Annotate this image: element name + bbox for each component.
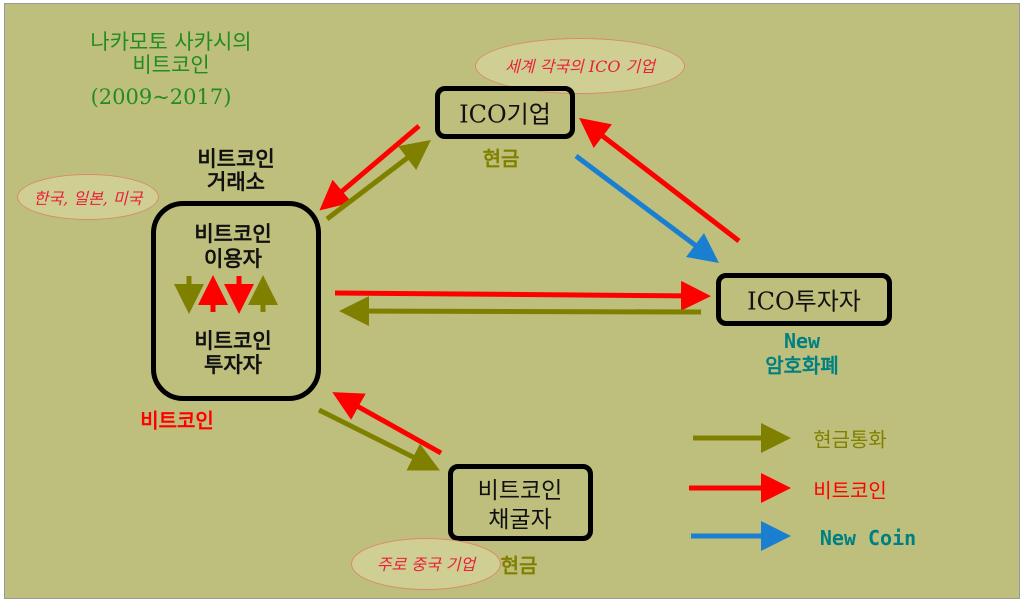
investor-line1: 비트코인 <box>194 328 272 353</box>
exchange-note: 한국, 일본, 미국 <box>33 189 143 208</box>
exchange-box <box>151 201 321 401</box>
arrows-layer <box>174 117 791 551</box>
exchange-label-line2: 거래소 <box>207 169 265 194</box>
investor-line2: 투자자 <box>204 352 262 377</box>
miner-note: 주로 중국 기업 <box>376 555 476 574</box>
legend-newcoin-label: New Coin <box>819 526 917 550</box>
arrow-bitcoin-exchange-to-investor <box>334 280 711 311</box>
miner-note-ellipse <box>351 538 501 590</box>
title-line2: 비트코인 <box>132 53 210 77</box>
user-line1: 비트코인 <box>194 221 272 246</box>
miner-cash-label: 현금 <box>500 553 538 578</box>
legend-bitcoin-label: 비트코인 <box>813 478 887 503</box>
user-line2: 이용자 <box>204 246 262 271</box>
ico-investor-crypto-label: 암호화폐 <box>765 353 839 378</box>
ico-company-cash-label: 현금 <box>482 146 520 171</box>
arrow-cash-investor-to-exchange <box>339 296 702 327</box>
exchange-bitcoin-label: 비트코인 <box>140 408 214 433</box>
arrow-cash-exchange-to-ico <box>325 139 431 221</box>
ico-investor-label: ICO투자자 <box>747 287 861 316</box>
arrow-newcoin-ico-to-investor <box>574 153 720 263</box>
ico-investor-new-label: New <box>783 329 821 353</box>
title-line1: 나카모토 사카시의 <box>90 30 252 54</box>
arrow-cash-exchange-to-miner <box>317 407 440 471</box>
diagram-canvas: 나카모토 사카시의 비트코인 (2009~2017) 비트코인 거래소 한국, … <box>4 3 1020 599</box>
ico-company-box <box>435 86 575 139</box>
miner-line1: 비트코인 <box>477 478 563 504</box>
ico-investor-box <box>716 273 892 326</box>
miner-box <box>448 464 593 541</box>
title-years: (2009~2017) <box>90 85 232 109</box>
exchange-note-ellipse <box>17 174 159 220</box>
ico-company-label: ICO기업 <box>459 100 551 129</box>
ico-company-note: 세계 각국의 ICO 기업 <box>505 57 655 76</box>
arrow-bitcoin-investor-to-ico <box>579 117 741 243</box>
arrow-bitcoin-ico-to-exchange <box>319 124 421 211</box>
ico-company-note-ellipse <box>475 38 685 94</box>
legend-cash-label: 현금통화 <box>813 427 887 452</box>
miner-line2: 채굴자 <box>488 507 552 533</box>
exchange-label-line1: 비트코인 <box>197 146 275 171</box>
